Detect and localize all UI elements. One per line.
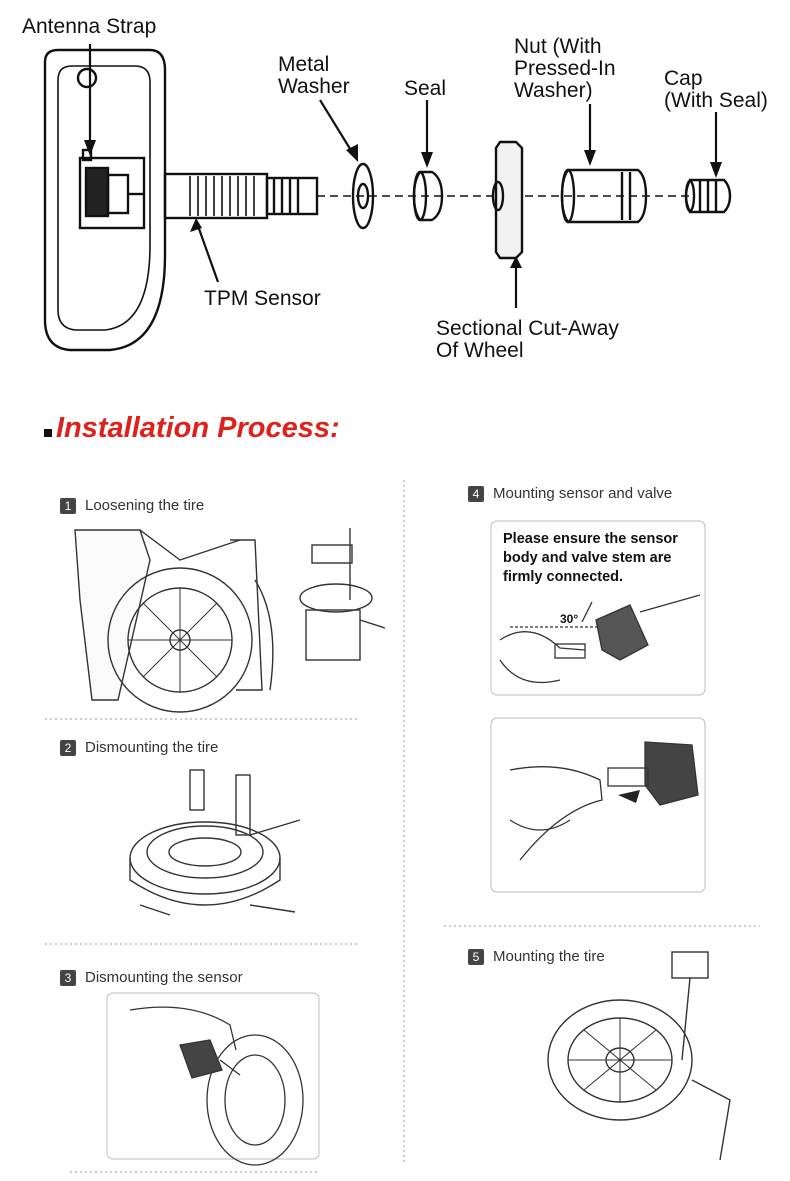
seal-label: Seal (404, 77, 447, 100)
metal-washer (351, 162, 375, 230)
step-4: 4 Mounting sensor and valve (468, 485, 672, 502)
tpm-sensor-label: TPM Sensor (204, 287, 321, 310)
tpm-sensor-body (43, 48, 167, 352)
step1-illustration (74, 528, 386, 713)
step4-panel1-illustration (499, 594, 701, 684)
cap-label: Cap (With Seal) (664, 67, 768, 112)
step-label: Dismounting the sensor (85, 969, 243, 986)
step-3: 3 Dismounting the sensor (60, 969, 243, 986)
antenna-strap-label: Antenna Strap (22, 15, 157, 38)
step3-illustration (129, 1006, 304, 1166)
installation-title: Installation Process: (44, 412, 340, 445)
step2-illustration (129, 769, 301, 916)
step-label: Mounting sensor and valve (493, 485, 673, 502)
angle-label: 30° (560, 612, 579, 626)
step-2: 2 Dismounting the tire (60, 739, 218, 756)
step-number: 4 (468, 485, 484, 502)
step-number: 3 (60, 969, 76, 986)
step5-illustration (547, 951, 731, 1161)
step-label: Mounting the tire (493, 948, 605, 965)
step-number: 2 (60, 739, 76, 756)
step-label: Dismounting the tire (85, 739, 219, 756)
direction-arrow-icon (618, 790, 640, 803)
metal-washer-label: Metal Washer (278, 53, 350, 98)
step-number: 1 (60, 497, 76, 514)
step-5: 5 Mounting the tire (468, 948, 605, 965)
step-1: 1 Loosening the tire (60, 497, 204, 514)
connection-note: Please ensure the sensor body and valve … (503, 531, 678, 585)
step4-panel2-illustration (509, 741, 699, 861)
exploded-sensor-diagram (43, 44, 732, 352)
wheel-cutaway-label: Sectional Cut-Away Of Wheel (436, 317, 619, 362)
step-number: 5 (468, 948, 484, 965)
step-label: Loosening the tire (85, 497, 205, 514)
nut-label: Nut (With Pressed-In Washer) (514, 35, 616, 102)
bullet-icon (44, 429, 52, 437)
